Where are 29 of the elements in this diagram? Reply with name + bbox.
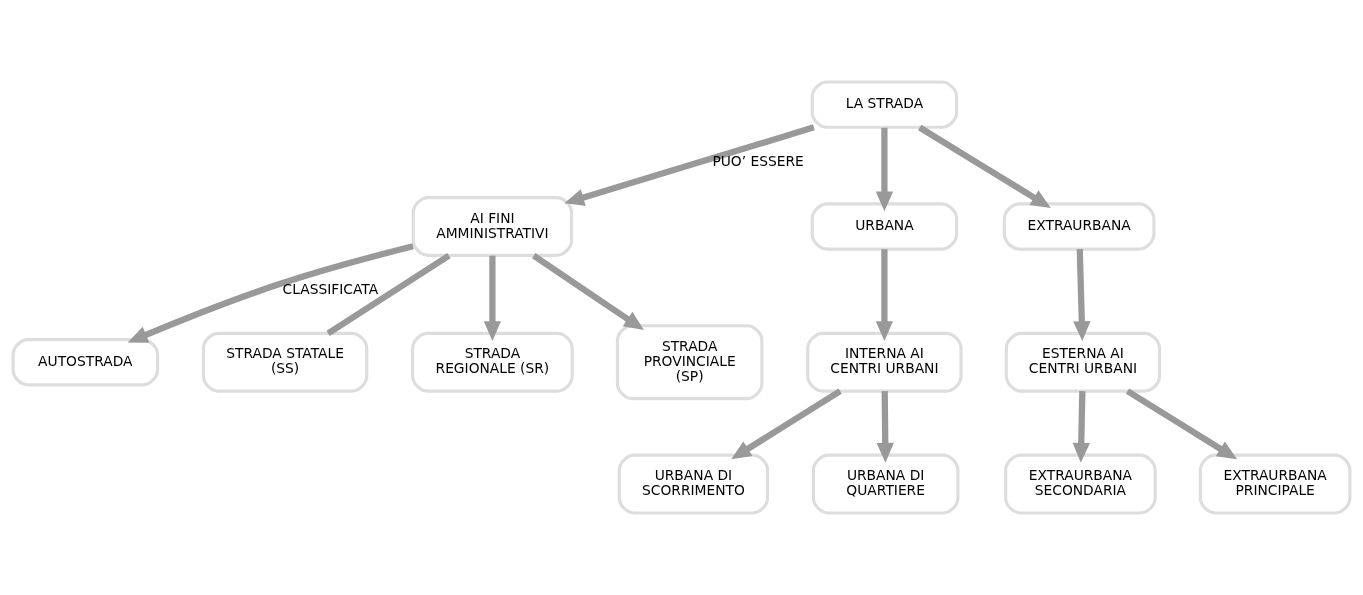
arrow <box>1073 249 1091 341</box>
node-box: LA STRADA <box>810 80 959 129</box>
node-box: AUTOSTRADA <box>11 338 160 387</box>
node-box: ESTERNA AI CENTRI URBANI <box>1004 331 1162 393</box>
arrow <box>483 255 502 341</box>
node-box: EXTRAURBANA <box>1002 202 1156 251</box>
arrow <box>564 124 815 206</box>
node-box: INTERNA AI CENTRI URBANI <box>806 331 963 393</box>
arrow <box>875 127 894 212</box>
node-box: URBANA <box>810 202 959 251</box>
arrow <box>1125 388 1238 460</box>
arrow <box>1072 391 1090 463</box>
node-box: STRADA PROVINCIALE (SP) <box>615 324 764 401</box>
arrow <box>918 124 1051 208</box>
node-box: EXTRAURBANA SECONDARIA <box>1004 453 1157 515</box>
edge-label: CLASSIFICATA <box>282 281 379 298</box>
node-box: EXTRAURBANA PRINCIPALE <box>1198 453 1352 515</box>
arrow <box>532 253 644 331</box>
node-box: URBANA DI QUARTIERE <box>811 453 960 515</box>
node-box: AI FINI AMMINISTRATIVI <box>411 196 574 257</box>
arrow <box>731 388 842 460</box>
arrow <box>127 243 414 343</box>
edge-label: PUO’ ESSERE <box>712 152 804 169</box>
arrow <box>876 391 894 463</box>
node-box: STRADA STATALE (SS) <box>201 331 369 393</box>
node-box: STRADA REGIONALE (SR) <box>411 331 574 393</box>
node-box: URBANA DI SCORRIMENTO <box>617 453 770 515</box>
arrow <box>875 249 894 341</box>
connector <box>326 253 451 336</box>
